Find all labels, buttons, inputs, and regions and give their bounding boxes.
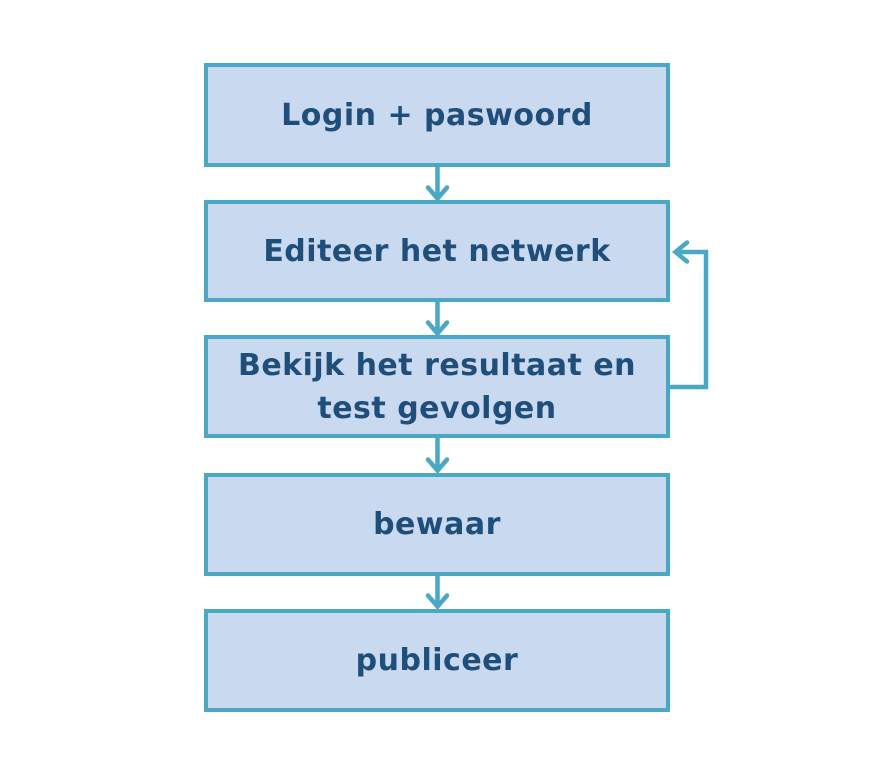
- flow-node-label-line1: Bekijk het resultaat en: [237, 347, 637, 383]
- flow-node-login-paswoord: Login + paswoord: [204, 63, 670, 167]
- flow-node-label-line2: test gevolgen: [317, 390, 557, 426]
- flow-node-editeer-netwerk: Editeer het netwerk: [204, 200, 670, 302]
- flow-node-publiceer: publiceer: [204, 609, 670, 712]
- flow-node-label: bewaar: [373, 507, 501, 542]
- flow-node-label: publiceer: [355, 643, 519, 678]
- arrow-login-to-edit-icon: [425, 164, 450, 202]
- arrow-review-to-save-icon: [425, 435, 450, 474]
- flow-node-label: Editeer het netwerk: [263, 233, 611, 269]
- flow-node-label: Login + paswoord: [281, 97, 593, 133]
- arrow-edit-to-review-icon: [425, 299, 450, 337]
- feedback-loop-review-to-edit-icon: [668, 240, 709, 390]
- arrow-save-to-publish-icon: [425, 573, 450, 610]
- flow-node-bekijk-resultaat-test: Bekijk het resultaat en test gevolgen: [204, 335, 670, 438]
- flow-node-bewaar: bewaar: [204, 473, 670, 576]
